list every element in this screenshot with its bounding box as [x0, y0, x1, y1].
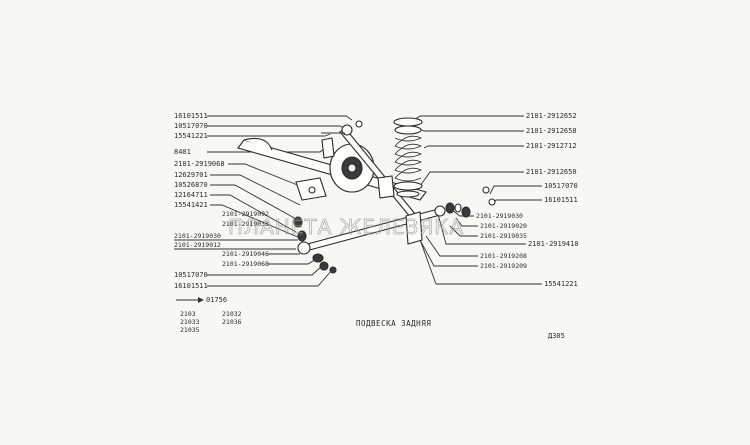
right-label: 2101-2919410 [528, 240, 579, 248]
left-label: 10517070 [174, 122, 208, 130]
inner-label: 2101-2919030 [174, 232, 221, 240]
left-label: 12629701 [174, 171, 208, 179]
spring-seat [393, 181, 423, 191]
right-label: 2101-2912712 [526, 142, 577, 150]
right-label: 15541221 [544, 280, 578, 288]
leader-line [489, 185, 542, 195]
inner-label: 2101-2919020 [480, 222, 527, 230]
spring-insulator [394, 125, 422, 135]
leader-line [413, 115, 524, 121]
model-code: 21035 [180, 326, 200, 334]
model-code: 21036 [222, 318, 242, 326]
differential-hub [347, 163, 357, 173]
arrow-code: 01756 [206, 296, 227, 304]
axle-bracket [321, 137, 335, 159]
washer [312, 253, 324, 263]
left-label: 15541221 [174, 132, 208, 140]
right-label: 10517070 [544, 182, 578, 190]
leader-line [455, 217, 478, 227]
model-code: 21033 [180, 318, 200, 326]
spring-coils [394, 135, 423, 182]
bracket-hole [308, 186, 316, 194]
nut [319, 261, 329, 271]
leader-line [207, 125, 347, 130]
upper-rod-bushing [341, 124, 353, 136]
left-label: 15541421 [174, 201, 208, 209]
spring-shackle [377, 175, 395, 199]
bushing [461, 206, 471, 218]
left-label: 16101511 [174, 282, 208, 290]
inner-label: 2101-2919012 [174, 241, 221, 249]
left-label: 12164711 [174, 191, 208, 199]
right-label: 2101-2912658 [526, 127, 577, 135]
footer-block: 01756 2103 21033 21035 21032 21036 ПОДВЕ… [176, 296, 565, 340]
model-code: 21032 [222, 310, 242, 318]
right-label: 2101-2912650 [526, 168, 577, 176]
suspension-drawing [237, 117, 496, 274]
inner-label: 2101-2919208 [480, 252, 527, 260]
leader-line [437, 213, 526, 245]
model-code: 2103 [180, 310, 196, 318]
right-inner-labels: 2101-2919030 2101-2919020 2101-2919035 2… [419, 209, 527, 270]
rubber-bushing [293, 216, 303, 228]
left-label: 10526870 [174, 181, 208, 189]
axle-end [243, 137, 273, 151]
lower-rod-bushing-left [297, 241, 311, 255]
nut [329, 266, 337, 274]
lower-rod-bushing-right [434, 205, 446, 217]
left-label: 8401 [174, 148, 191, 156]
inner-label: 2101-2919092 [222, 210, 269, 218]
inner-label: 2101-2919035 [480, 232, 527, 240]
coil-spring [393, 117, 423, 198]
leader-line [210, 184, 299, 221]
left-lower-labels: 2101-2919046 2101-2919068 10517070 16101… [174, 250, 333, 290]
left-label: 16101511 [174, 112, 208, 120]
left-inner-labels: 2101-2919092 2101-2919033 2101-2919030 2… [174, 210, 298, 250]
left-label: 2101-2919068 [174, 160, 225, 168]
leader-line [210, 174, 301, 206]
right-label: 16101511 [544, 196, 578, 204]
nut [488, 198, 496, 206]
right-label: 2101-2912652 [526, 112, 577, 120]
leader-line [419, 239, 478, 267]
inner-label: 2101-2919046 [222, 250, 269, 258]
bushing [445, 202, 455, 214]
page-code: Д305 [548, 332, 565, 340]
arrow-head-icon [198, 297, 204, 303]
inner-label: 2101-2919033 [222, 220, 269, 228]
leader-line [491, 199, 542, 205]
inner-label: 2101-2919209 [480, 262, 527, 270]
left-label-group: 16101511 10517070 15541221 8401 2101-291… [174, 112, 353, 239]
leader-line [207, 115, 353, 121]
leader-line [210, 204, 301, 239]
leader-line [451, 209, 474, 217]
leader-line [417, 233, 542, 285]
rubber-bushing [297, 230, 307, 242]
leader-line [423, 145, 524, 149]
washer [454, 203, 462, 213]
leader-line [417, 127, 524, 132]
leader-line [207, 269, 333, 287]
watermark: ПЛАНЕТА ЖЕЛЕЗЯКА [228, 215, 464, 239]
nut [482, 186, 490, 194]
leader-line [268, 257, 319, 265]
leader-line [207, 133, 331, 137]
spring-cap [393, 117, 423, 127]
shock-lower-mount [405, 211, 423, 245]
inner-label: 2101-2919030 [476, 212, 523, 220]
leader-line [449, 225, 478, 237]
bolt-head [355, 120, 363, 128]
leader-line [210, 194, 297, 233]
inner-label: 2101-2919068 [222, 260, 269, 268]
leader-line [228, 163, 301, 187]
left-label: 10517070 [174, 271, 208, 279]
spring-pad [396, 190, 420, 198]
leader-line [425, 235, 478, 257]
leader-line [207, 265, 323, 276]
page-title: ПОДВЕСКА ЗАДНЯЯ [356, 319, 431, 328]
leader-line [419, 171, 524, 187]
